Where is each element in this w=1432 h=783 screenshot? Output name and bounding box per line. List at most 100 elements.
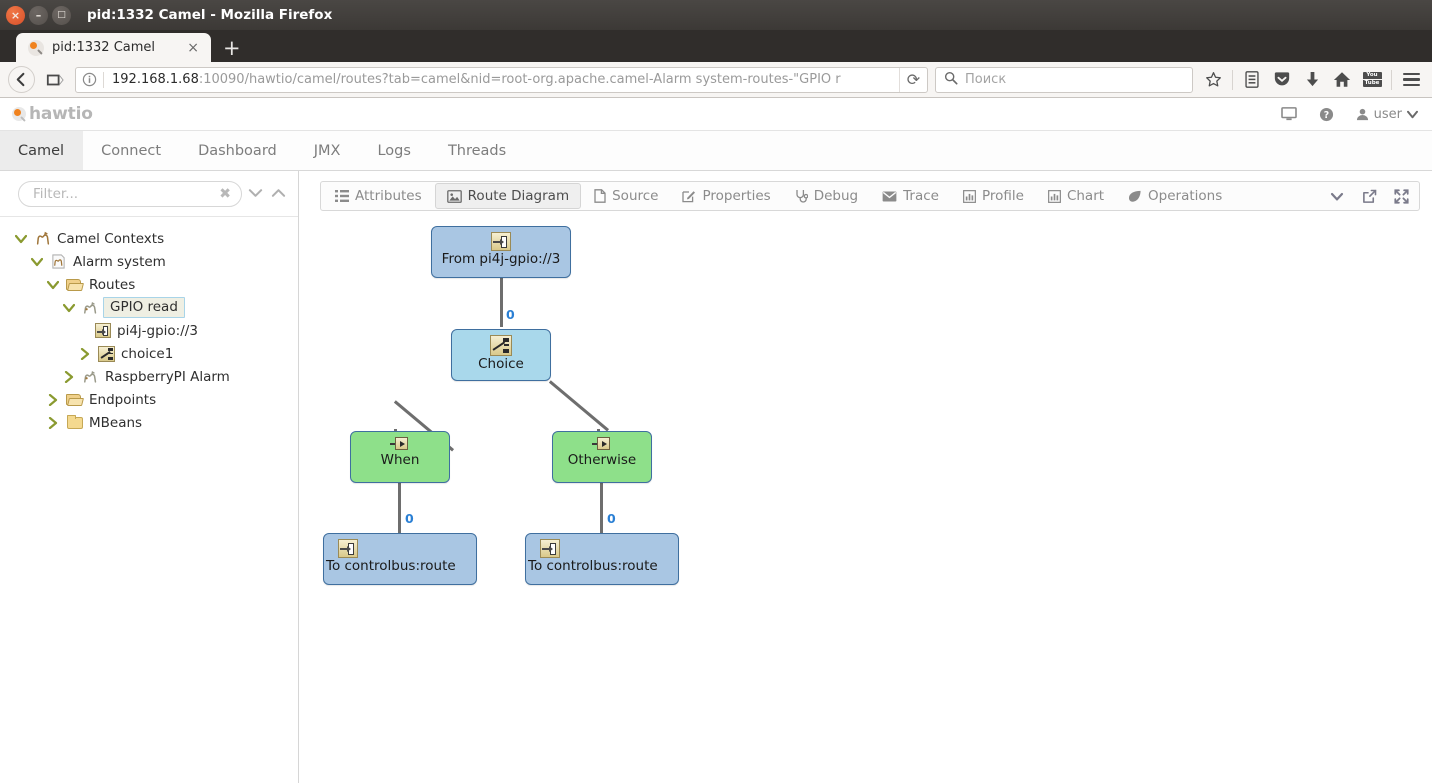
tab-trace[interactable]: Trace (871, 184, 950, 208)
route-node-when[interactable]: When (350, 431, 450, 483)
edge-label-0: 0 (506, 307, 515, 322)
hawtio-logo[interactable]: hawtio (12, 104, 93, 124)
route-node-label: To controlbus:route (528, 558, 658, 574)
tab-label: Trace (903, 188, 939, 204)
search-icon (944, 70, 958, 89)
tree-item-mbeans[interactable]: MBeans (0, 411, 298, 434)
hawtio-favicon-icon (28, 39, 44, 56)
when-icon (390, 437, 410, 452)
tree-item-raspberrypi-alarm[interactable]: RaspberryPI Alarm (0, 365, 298, 388)
tab-actions (1321, 182, 1417, 210)
info-icon[interactable] (82, 72, 97, 87)
screen-icon[interactable] (1280, 107, 1297, 121)
twisty-right-icon[interactable] (46, 393, 60, 406)
url-divider (103, 71, 104, 88)
sidebar: Filter... ✖ Camel (0, 171, 299, 783)
url-host: 192.168.1.68 (112, 72, 199, 87)
filter-input-wrapper[interactable]: Filter... ✖ (18, 181, 242, 207)
reader-list-icon[interactable] (1239, 67, 1265, 93)
twisty-right-icon[interactable] (78, 347, 92, 360)
search-input[interactable]: Поиск (965, 72, 1007, 87)
tree-item-camel-contexts[interactable]: Camel Contexts (0, 227, 298, 250)
minimize-icon: – (35, 8, 42, 22)
tree-item-routes[interactable]: Routes (0, 273, 298, 296)
chevron-down-icon[interactable] (1321, 182, 1353, 210)
twisty-right-icon[interactable] (46, 416, 60, 429)
tree-item-gpio-read[interactable]: GPIO read (0, 296, 298, 319)
new-tab-button[interactable]: + (223, 36, 241, 60)
downloads-icon[interactable] (1299, 67, 1325, 93)
tree-item-choice1[interactable]: choice1 (0, 342, 298, 365)
hawtio-brand-text: hawtio (29, 104, 93, 124)
nav-item-jmx[interactable]: JMX (313, 142, 341, 159)
url-path: :10090/hawtio/camel/routes?tab=camel&nid… (198, 72, 841, 87)
fullscreen-icon[interactable] (1385, 182, 1417, 210)
tree-item-label: GPIO read (103, 297, 185, 318)
site-identity-icon[interactable] (42, 67, 68, 93)
twisty-down-icon[interactable] (30, 257, 44, 267)
tab-profile[interactable]: Profile (952, 184, 1035, 208)
nav-item-camel[interactable]: Camel (0, 131, 84, 170)
filter-input[interactable]: Filter... (33, 186, 79, 202)
browser-tab[interactable]: pid:1332 Camel × (16, 33, 211, 62)
twisty-down-icon[interactable] (46, 280, 60, 290)
when-icon (592, 437, 612, 452)
tab-properties[interactable]: Properties (671, 184, 781, 208)
home-icon[interactable] (1329, 67, 1355, 93)
clear-filter-icon[interactable]: ✖ (219, 186, 231, 202)
nav-item-dashboard[interactable]: Dashboard (198, 142, 277, 159)
tab-route-diagram[interactable]: Route Diagram (434, 183, 582, 209)
expand-all-icon[interactable] (246, 185, 265, 203)
tab-operations[interactable]: Operations (1117, 184, 1233, 208)
external-link-icon[interactable] (1353, 182, 1385, 210)
window-minimize-button[interactable]: – (29, 5, 48, 25)
route-node-from[interactable]: From pi4j-gpio://3 (431, 226, 571, 278)
route-node-to-1[interactable]: To controlbus:route (323, 533, 477, 585)
tab-label: Debug (813, 188, 859, 204)
window-titlebar: × – □ pid:1332 Camel - Mozilla Firefox (0, 0, 1432, 30)
tab-debug[interactable]: Debug (784, 184, 869, 208)
route-node-choice[interactable]: Choice (451, 329, 551, 381)
url-bar[interactable]: 192.168.1.68:10090/hawtio/camel/routes?t… (75, 66, 928, 93)
twisty-right-icon[interactable] (62, 370, 76, 383)
tree-item-pi4j-gpio[interactable]: pi4j-gpio://3 (0, 319, 298, 342)
search-bar[interactable]: Поиск (935, 66, 1193, 93)
twisty-down-icon[interactable] (62, 303, 76, 313)
collapse-all-icon[interactable] (269, 185, 288, 203)
bookmark-star-icon[interactable] (1200, 67, 1226, 93)
browser-toolbar-icons: You Tube (1200, 67, 1424, 93)
back-button[interactable] (8, 66, 35, 93)
tree-item-label: MBeans (89, 414, 143, 431)
nav-item-threads[interactable]: Threads (447, 142, 507, 159)
choice-icon (98, 345, 115, 362)
twisty-down-icon[interactable] (14, 234, 28, 244)
help-icon[interactable]: ? (1319, 107, 1334, 122)
window-maximize-button[interactable]: □ (52, 5, 71, 25)
user-menu[interactable]: user (1356, 107, 1418, 122)
svg-text:?: ? (1323, 109, 1328, 120)
tree-item-endpoints[interactable]: Endpoints (0, 388, 298, 411)
tab-chart[interactable]: Chart (1037, 184, 1115, 208)
endpoint-icon (540, 539, 560, 558)
window-controls: × – □ (6, 5, 71, 25)
browser-tab-title: pid:1332 Camel (52, 40, 156, 55)
reload-button[interactable]: ⟳ (899, 67, 927, 92)
route-node-label: Otherwise (567, 452, 637, 468)
tab-close-icon[interactable]: × (187, 39, 199, 56)
youtube-icon[interactable]: You Tube (1359, 67, 1385, 93)
nav-item-connect[interactable]: Connect (101, 142, 162, 159)
menu-icon[interactable] (1398, 67, 1424, 93)
tree-item-alarm-system[interactable]: Alarm system (0, 250, 298, 273)
tab-label: Attributes (355, 188, 422, 204)
url-text: 192.168.1.68:10090/hawtio/camel/routes?t… (110, 72, 893, 87)
nav-item-logs[interactable]: Logs (377, 142, 411, 159)
tree-item-label: pi4j-gpio://3 (117, 322, 198, 339)
folder-open-icon (66, 391, 84, 408)
tab-source[interactable]: Source (583, 184, 669, 208)
tab-attributes[interactable]: Attributes (324, 184, 433, 208)
route-node-to-2[interactable]: To controlbus:route (525, 533, 679, 585)
route-node-otherwise[interactable]: Otherwise (552, 431, 652, 483)
window-close-button[interactable]: × (6, 5, 25, 25)
pocket-icon[interactable] (1269, 67, 1295, 93)
main-panel: Attributes Route Diagram Source Properti… (299, 171, 1432, 783)
